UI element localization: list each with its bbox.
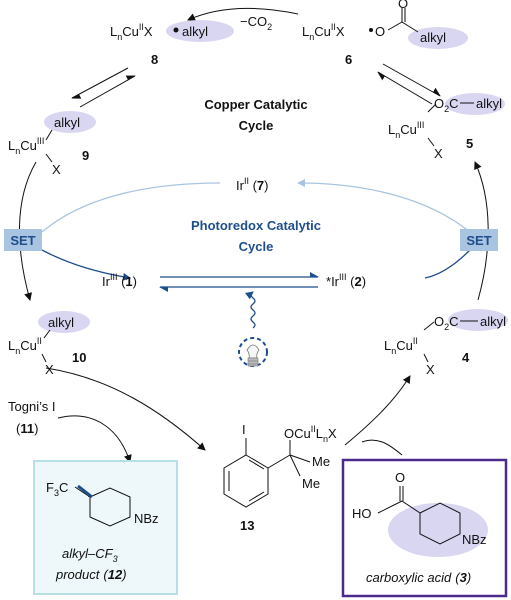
svg-text:NBz: NBz [134, 511, 159, 526]
arrow-togni-to-product [57, 415, 132, 463]
arrow-4-to-5 [474, 161, 489, 301]
svg-text:alkyl: alkyl [476, 96, 502, 111]
svg-text:X: X [426, 362, 435, 377]
svg-text:SET: SET [466, 233, 491, 248]
svg-text:6: 6 [345, 52, 352, 67]
arrow-9-to-10 [18, 161, 37, 301]
light-bulb-icon [238, 337, 268, 367]
compound-7: IrII (7) [236, 176, 269, 193]
arrow-6-to-5 [382, 63, 441, 97]
svg-text:LnCuIIX: LnCuIIX [302, 22, 345, 42]
svg-text:Togni’s I: Togni’s I [8, 399, 55, 414]
arrow-set-to-1 [41, 249, 131, 281]
svg-text:F3C: F3C [46, 480, 68, 498]
svg-text:O2C: O2C [434, 314, 459, 332]
acid-box: O HO NBz carboxylic acid(3) [341, 458, 508, 598]
svg-text:alkyl: alkyl [480, 314, 506, 329]
svg-text:O: O [375, 24, 385, 39]
svg-text:product(12): product(12) [55, 567, 127, 582]
acid-caption: carboxylic acid(3) [366, 570, 471, 585]
svg-text:SET: SET [10, 233, 35, 248]
svg-text:alkyl: alkyl [48, 315, 74, 330]
togni-reagent-label: Togni’s I (11) [8, 399, 55, 436]
svg-text:X: X [434, 146, 443, 161]
compound-10: alkyl LnCuII X 10 [8, 311, 90, 377]
svg-text:X: X [45, 362, 54, 377]
compound-5: O2C alkyl LnCuIII X 5 [388, 93, 505, 161]
svg-text:(11): (11) [16, 421, 38, 436]
svg-text:8: 8 [151, 52, 158, 67]
compound-6: LnCuIIX O O alkyl 6 [302, 0, 468, 67]
svg-text:9: 9 [82, 148, 89, 163]
copper-cycle-title-line2: Cycle [239, 118, 274, 133]
compound-13: I OCuIILnX Me Me 13 [223, 422, 337, 533]
svg-text:Me: Me [302, 476, 320, 491]
svg-text:alkyl: alkyl [54, 115, 80, 130]
arrow-2-to-set [424, 249, 471, 279]
compound-8: LnCuIIX alkyl 8 [110, 20, 234, 67]
svg-text:O: O [395, 470, 405, 485]
compound-1: IrIII (1) [102, 272, 137, 289]
photoredox-cycle-title-line1: Photoredox Catalytic [191, 218, 321, 233]
arrow-6-to-8 [187, 7, 299, 21]
photoredox-cycle-title-line2: Cycle [239, 239, 274, 254]
copper-cycle-title-line1: Copper Catalytic [204, 97, 307, 112]
svg-text:LnCuIII: LnCuIII [388, 120, 424, 140]
arrow-8-to-9 [71, 67, 129, 99]
svg-text:LnCuII: LnCuII [8, 336, 42, 356]
svg-text:LnCuII: LnCuII [384, 336, 418, 356]
arrow-9-to-8 [79, 75, 136, 108]
svg-text:alkyl: alkyl [182, 24, 208, 39]
arrow-10-to-13 [45, 367, 206, 451]
arrow-acid-in [361, 439, 403, 456]
copper-cycle-arrows [18, 7, 489, 463]
svg-text:5: 5 [466, 136, 473, 151]
svg-text:HO: HO [352, 506, 372, 521]
svg-text:4: 4 [462, 350, 470, 365]
co2-loss-label: −CO2 [240, 14, 272, 32]
set-box-left: SET [4, 229, 42, 251]
svg-text:13: 13 [240, 518, 254, 533]
arrow-7-to-left [41, 182, 221, 233]
product-box: F3C NBz alkyl–CF3 product(12) [33, 460, 178, 595]
compound-9: alkyl LnCuIII X 9 [8, 111, 96, 177]
photoredox-cycle-arrows [41, 179, 471, 329]
svg-text:X: X [52, 162, 61, 177]
svg-text:OCuIILnX: OCuIILnX [284, 424, 337, 444]
compound-2: *IrIII (2) [326, 272, 366, 289]
arrow-5-to-6 [377, 71, 433, 105]
light-squiggle [245, 291, 256, 329]
svg-text:LnCuIII: LnCuIII [8, 136, 44, 156]
arrow-13-to-4 [344, 375, 411, 446]
svg-text:Me: Me [312, 454, 330, 469]
compound-4: O2C alkyl LnCuII X 4 [384, 309, 508, 377]
svg-text:O: O [398, 0, 408, 11]
svg-text:10: 10 [72, 350, 86, 365]
svg-text:I: I [242, 422, 246, 437]
svg-text:alkyl: alkyl [420, 30, 446, 45]
svg-text:LnCuIIX: LnCuIIX [110, 22, 153, 42]
svg-text:alkyl–CF3: alkyl–CF3 [62, 546, 118, 564]
set-box-right: SET [460, 229, 498, 251]
svg-text:O2C: O2C [434, 96, 459, 114]
arrow-right-to-7 [297, 179, 471, 233]
svg-text:NBz: NBz [462, 532, 487, 547]
